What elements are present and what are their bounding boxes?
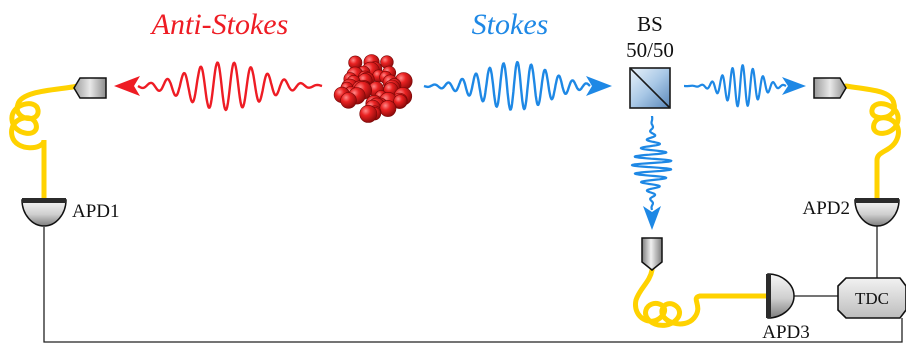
optical-fibers — [9, 83, 901, 328]
electrical-cables — [43, 222, 903, 343]
atom-sphere — [379, 100, 397, 117]
apd2-detector-icon — [854, 198, 900, 227]
apd2-label: APD2 — [802, 198, 850, 219]
transmitted-arrowhead — [782, 77, 806, 95]
stokes-arrowhead — [586, 76, 612, 96]
apd1-detector-icon — [21, 198, 67, 227]
bs-ratio-label: 50/50 — [626, 38, 674, 62]
fiber-right — [843, 83, 901, 201]
atom-sphere — [340, 92, 357, 109]
tdc-box-icon — [837, 277, 906, 319]
stokes-title: Stokes — [472, 8, 549, 41]
cable-apd1-to-tdc — [43, 227, 903, 343]
apd3-detector-icon — [766, 273, 795, 319]
bs-label: BS — [637, 12, 663, 36]
apd3-label: APD3 — [762, 322, 810, 343]
beam-splitter-icon — [629, 67, 671, 109]
atom-sphere — [393, 94, 408, 109]
reflected-arrowhead — [643, 206, 661, 230]
anti-stokes-arrowhead — [114, 76, 140, 96]
atom-sphere — [359, 105, 378, 123]
atom-cloud-icon — [333, 54, 413, 123]
coupler-bottom-icon — [641, 237, 663, 271]
coupler-right-icon — [813, 77, 847, 99]
apd1-label: APD1 — [72, 201, 120, 222]
fiber-left — [9, 83, 81, 201]
anti-stokes-wave — [114, 61, 323, 112]
transmitted-stokes-wave — [683, 64, 806, 108]
fiber-bottom — [633, 267, 771, 328]
coupler-left-icon — [73, 77, 107, 99]
anti-stokes-title: Anti-Stokes — [150, 8, 289, 41]
reflected-stokes-wave — [630, 115, 673, 230]
stokes-wave — [423, 60, 612, 111]
tdc-label: TDC — [855, 289, 889, 308]
